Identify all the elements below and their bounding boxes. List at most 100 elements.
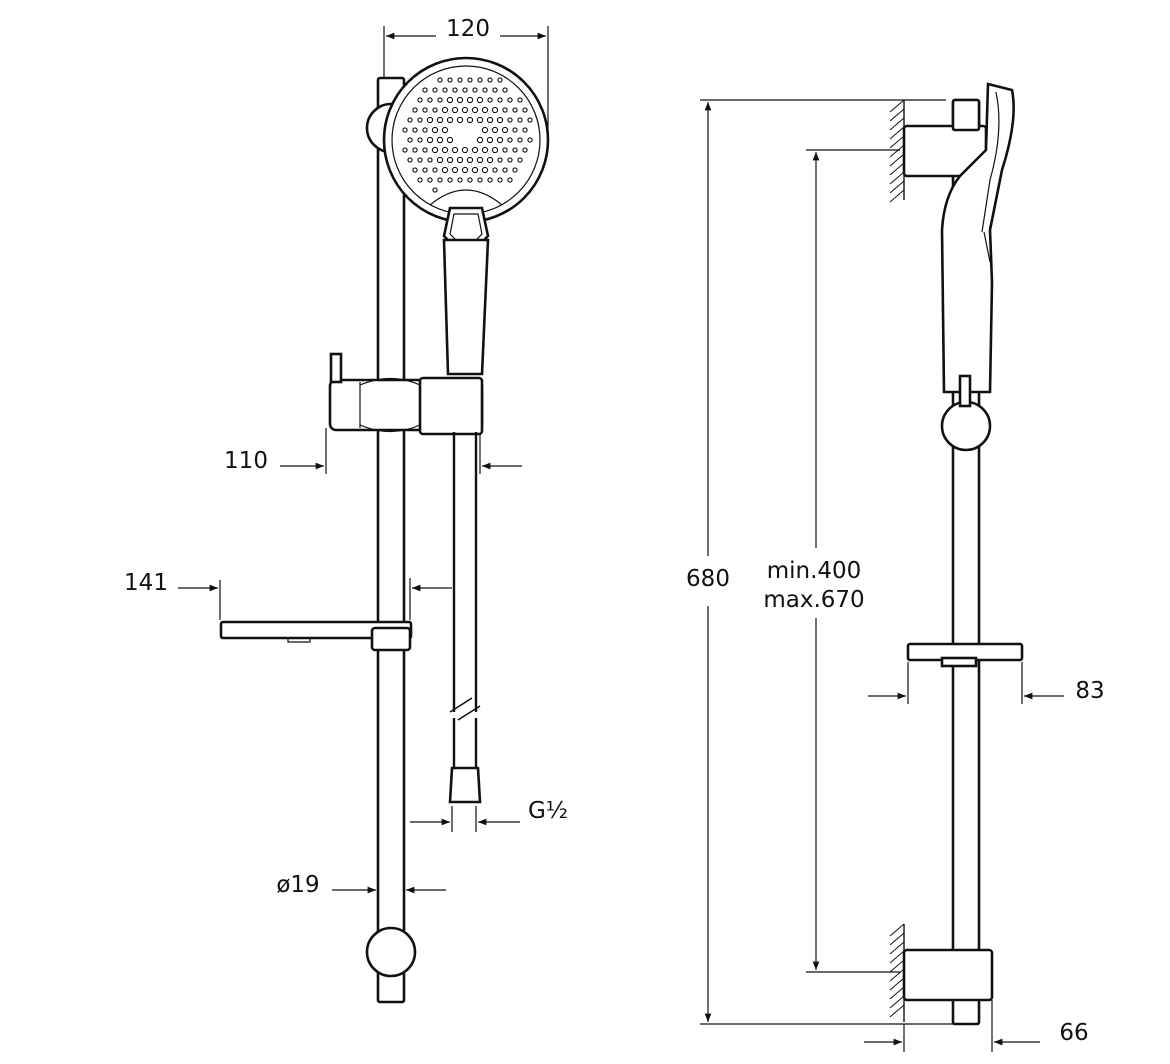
wall-hatch-line	[889, 977, 905, 991]
nozzle-hole	[471, 166, 479, 174]
nozzle-hole	[451, 106, 459, 114]
nozzle-hole	[486, 136, 494, 144]
nozzle-hole	[417, 117, 423, 123]
nozzle-hole	[476, 116, 484, 124]
nozzle-hole	[507, 97, 513, 103]
nozzle-hole	[402, 127, 408, 133]
nozzle-hole	[457, 77, 463, 83]
nozzle-hole	[412, 167, 418, 173]
head-width-label: 120	[446, 16, 490, 42]
nozzle-hole	[491, 106, 499, 114]
wall-hatch-line	[889, 153, 905, 167]
dim-rail-length: 680	[686, 99, 962, 1025]
wall-bottom	[889, 923, 905, 1022]
wall-hatch-line	[889, 144, 905, 158]
nozzle-hole	[451, 146, 459, 154]
nozzle-hole	[517, 117, 523, 123]
nozzle-hole	[492, 167, 498, 173]
nozzle-hole	[462, 87, 468, 93]
side-view: 680 min.400 max.670 83 66	[686, 82, 1105, 1052]
nozzle-hole	[472, 87, 478, 93]
dim-head-width: 120	[383, 16, 549, 140]
nozzle-hole	[461, 146, 469, 154]
nozzle-hole	[436, 136, 444, 144]
dim-rail-diameter: ø19	[276, 872, 446, 898]
rail-length-label: 680	[686, 566, 730, 592]
nozzle-hole	[417, 157, 423, 163]
nozzle-hole	[437, 177, 443, 183]
wall-top	[889, 99, 905, 203]
shower-hose	[448, 432, 482, 804]
sliding-holder	[328, 352, 484, 436]
wall-hatch-line	[889, 950, 905, 964]
wall-hatch-line	[889, 189, 905, 203]
nozzle-hole	[432, 187, 438, 193]
hose-nut	[448, 766, 482, 804]
hand-shower-head	[382, 56, 550, 248]
nozzle-hole	[407, 157, 413, 163]
nozzle-hole	[431, 146, 439, 154]
nozzle-hole	[436, 116, 444, 124]
nozzle-hole	[512, 107, 518, 113]
nozzle-hole	[486, 156, 494, 164]
nozzle-hole	[522, 107, 528, 113]
nozzle-hole	[466, 96, 474, 104]
nozzle-hole	[417, 177, 423, 183]
nozzle-hole	[512, 147, 518, 153]
wall-hatch-line	[889, 117, 905, 131]
nozzle-hole	[487, 97, 493, 103]
nozzle-hole	[447, 77, 453, 83]
wall-hatch-line	[889, 171, 905, 185]
wall-hatch-line	[889, 995, 905, 1009]
nozzle-hole	[517, 157, 523, 163]
nozzle-hole	[522, 147, 528, 153]
nozzle-hole	[497, 157, 503, 163]
nozzle-hole	[507, 117, 513, 123]
nozzle-hole	[461, 106, 469, 114]
nozzle-hole	[476, 156, 484, 164]
nozzle-hole	[422, 107, 428, 113]
nozzle-hole	[527, 137, 533, 143]
nozzle-hole	[442, 87, 448, 93]
nozzle-hole	[432, 107, 438, 113]
nozzle-hole	[446, 116, 454, 124]
nozzle-hole	[507, 157, 513, 163]
side-bottom-bracket	[902, 948, 994, 1002]
nozzle-hole	[446, 136, 454, 144]
nozzle-hole	[461, 166, 469, 174]
nozzle-hole	[497, 77, 503, 83]
nozzle-hole	[507, 137, 513, 143]
rail-diameter-label: ø19	[276, 872, 319, 898]
nozzle-hole	[432, 167, 438, 173]
nozzle-hole	[441, 126, 449, 134]
side-soap-dish	[906, 642, 1024, 668]
nozzle-hole	[476, 96, 484, 104]
wall-hatch-line	[889, 923, 905, 937]
nozzle-hole	[431, 126, 439, 134]
nozzle-hole	[487, 177, 493, 183]
adjust-min-label: min.400	[767, 558, 862, 584]
nozzle-hole	[502, 167, 508, 173]
nozzle-hole	[496, 116, 504, 124]
nozzle-hole	[422, 147, 428, 153]
nozzle-hole	[491, 126, 499, 134]
nozzle-hole	[482, 87, 488, 93]
nozzle-hole	[512, 127, 518, 133]
nozzle-hole	[441, 166, 449, 174]
nozzle-hole	[471, 146, 479, 154]
nozzle-hole	[481, 146, 489, 154]
nozzle-hole	[446, 156, 454, 164]
side-hand-shower	[940, 82, 1015, 394]
wall-hatch-line	[889, 1004, 905, 1018]
adjust-max-label: max.670	[763, 587, 864, 613]
front-view: 120 110 141 G½	[124, 16, 568, 1004]
nozzle-hole	[481, 126, 489, 134]
nozzle-hole	[492, 87, 498, 93]
nozzle-hole	[417, 97, 423, 103]
nozzle-hole	[437, 97, 443, 103]
wall-bracket-label: 66	[1059, 1020, 1088, 1046]
nozzle-hole	[456, 96, 464, 104]
dim-hose-thread: G½	[410, 798, 568, 832]
hand-shower-handle	[442, 238, 490, 376]
nozzle-hole	[477, 77, 483, 83]
